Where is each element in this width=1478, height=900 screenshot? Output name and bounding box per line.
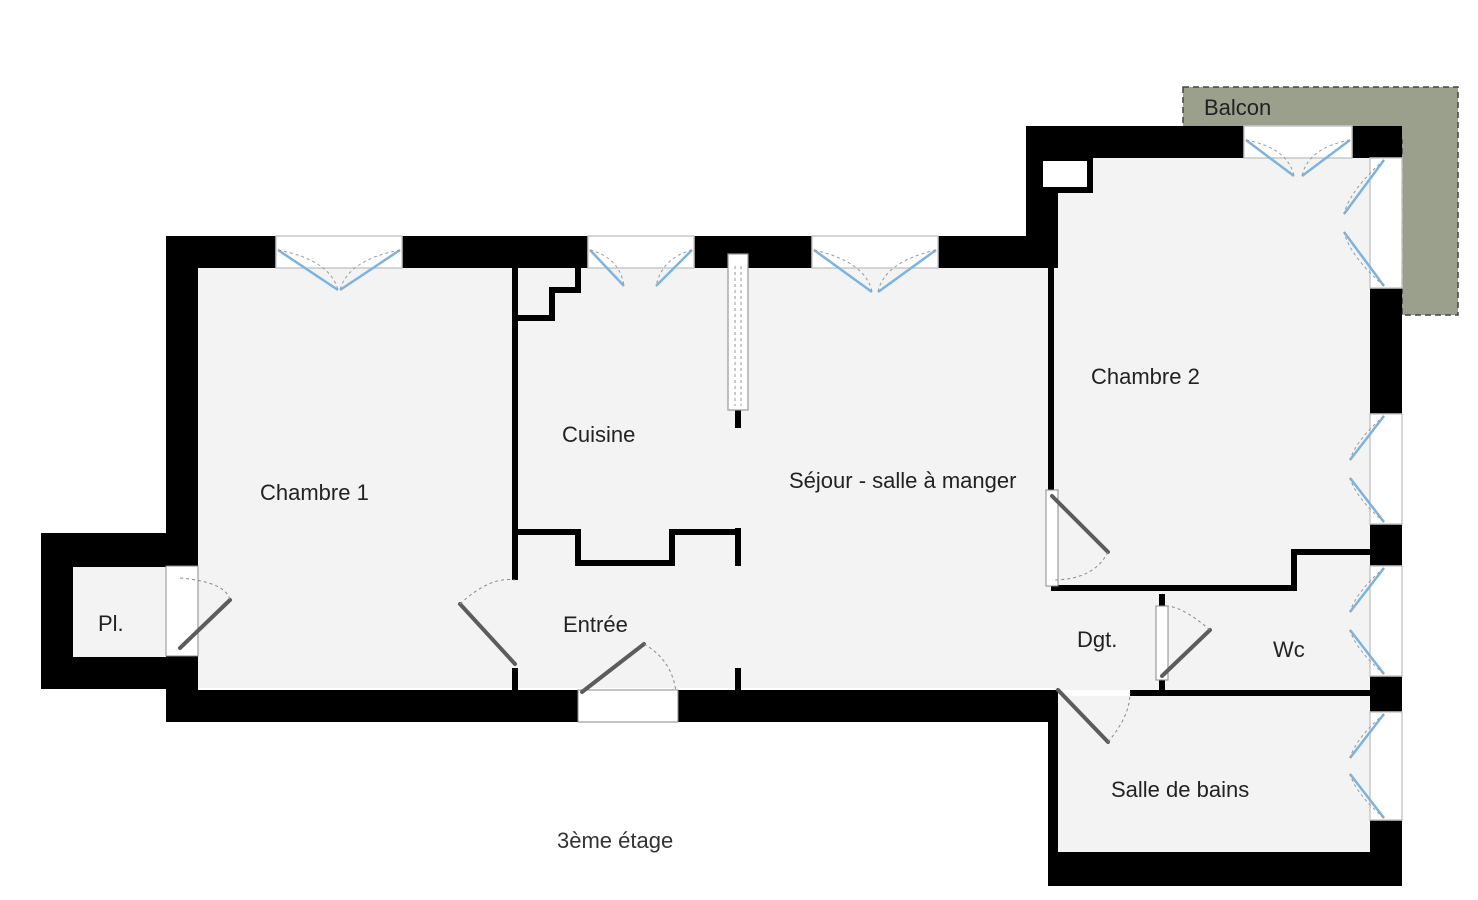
room-label-salle-de-bains: Salle de bains xyxy=(1111,777,1250,802)
room-label-chambre1: Chambre 1 xyxy=(260,480,369,505)
exterior-walls xyxy=(41,126,1402,886)
door-salle-de-bains xyxy=(1056,688,1131,744)
room-label-sejour: Séjour - salle à manger xyxy=(789,468,1017,493)
chimney-box xyxy=(1037,155,1093,193)
door-entree xyxy=(577,642,679,723)
window-chambre1 xyxy=(275,235,403,292)
room-label-placard: Pl. xyxy=(98,611,124,636)
door-placard xyxy=(165,565,232,657)
window-salle-de-bains xyxy=(1349,711,1403,821)
door-wc xyxy=(1155,605,1212,681)
floor-label: 3ème étage xyxy=(557,828,674,853)
window-chambre2-balcony xyxy=(1342,157,1403,289)
window-cuisine xyxy=(587,235,695,287)
door-chambre1 xyxy=(458,579,517,666)
room-label-entree: Entrée xyxy=(563,612,628,637)
window-sejour xyxy=(811,235,939,294)
sliding-opening xyxy=(727,253,749,411)
room-label-chambre2: Chambre 2 xyxy=(1091,364,1200,389)
room-label-degagement: Dgt. xyxy=(1077,627,1118,652)
window-chambre2-top xyxy=(1243,125,1353,177)
door-chambre2 xyxy=(1045,489,1110,587)
room-label-wc: Wc xyxy=(1273,637,1305,662)
window-wc xyxy=(1349,565,1403,677)
window-chambre2-side xyxy=(1349,413,1403,525)
interior-walls xyxy=(512,266,1370,705)
room-floors xyxy=(73,156,1372,854)
room-label-cuisine: Cuisine xyxy=(562,422,636,447)
room-label-balcon: Balcon xyxy=(1204,95,1272,120)
